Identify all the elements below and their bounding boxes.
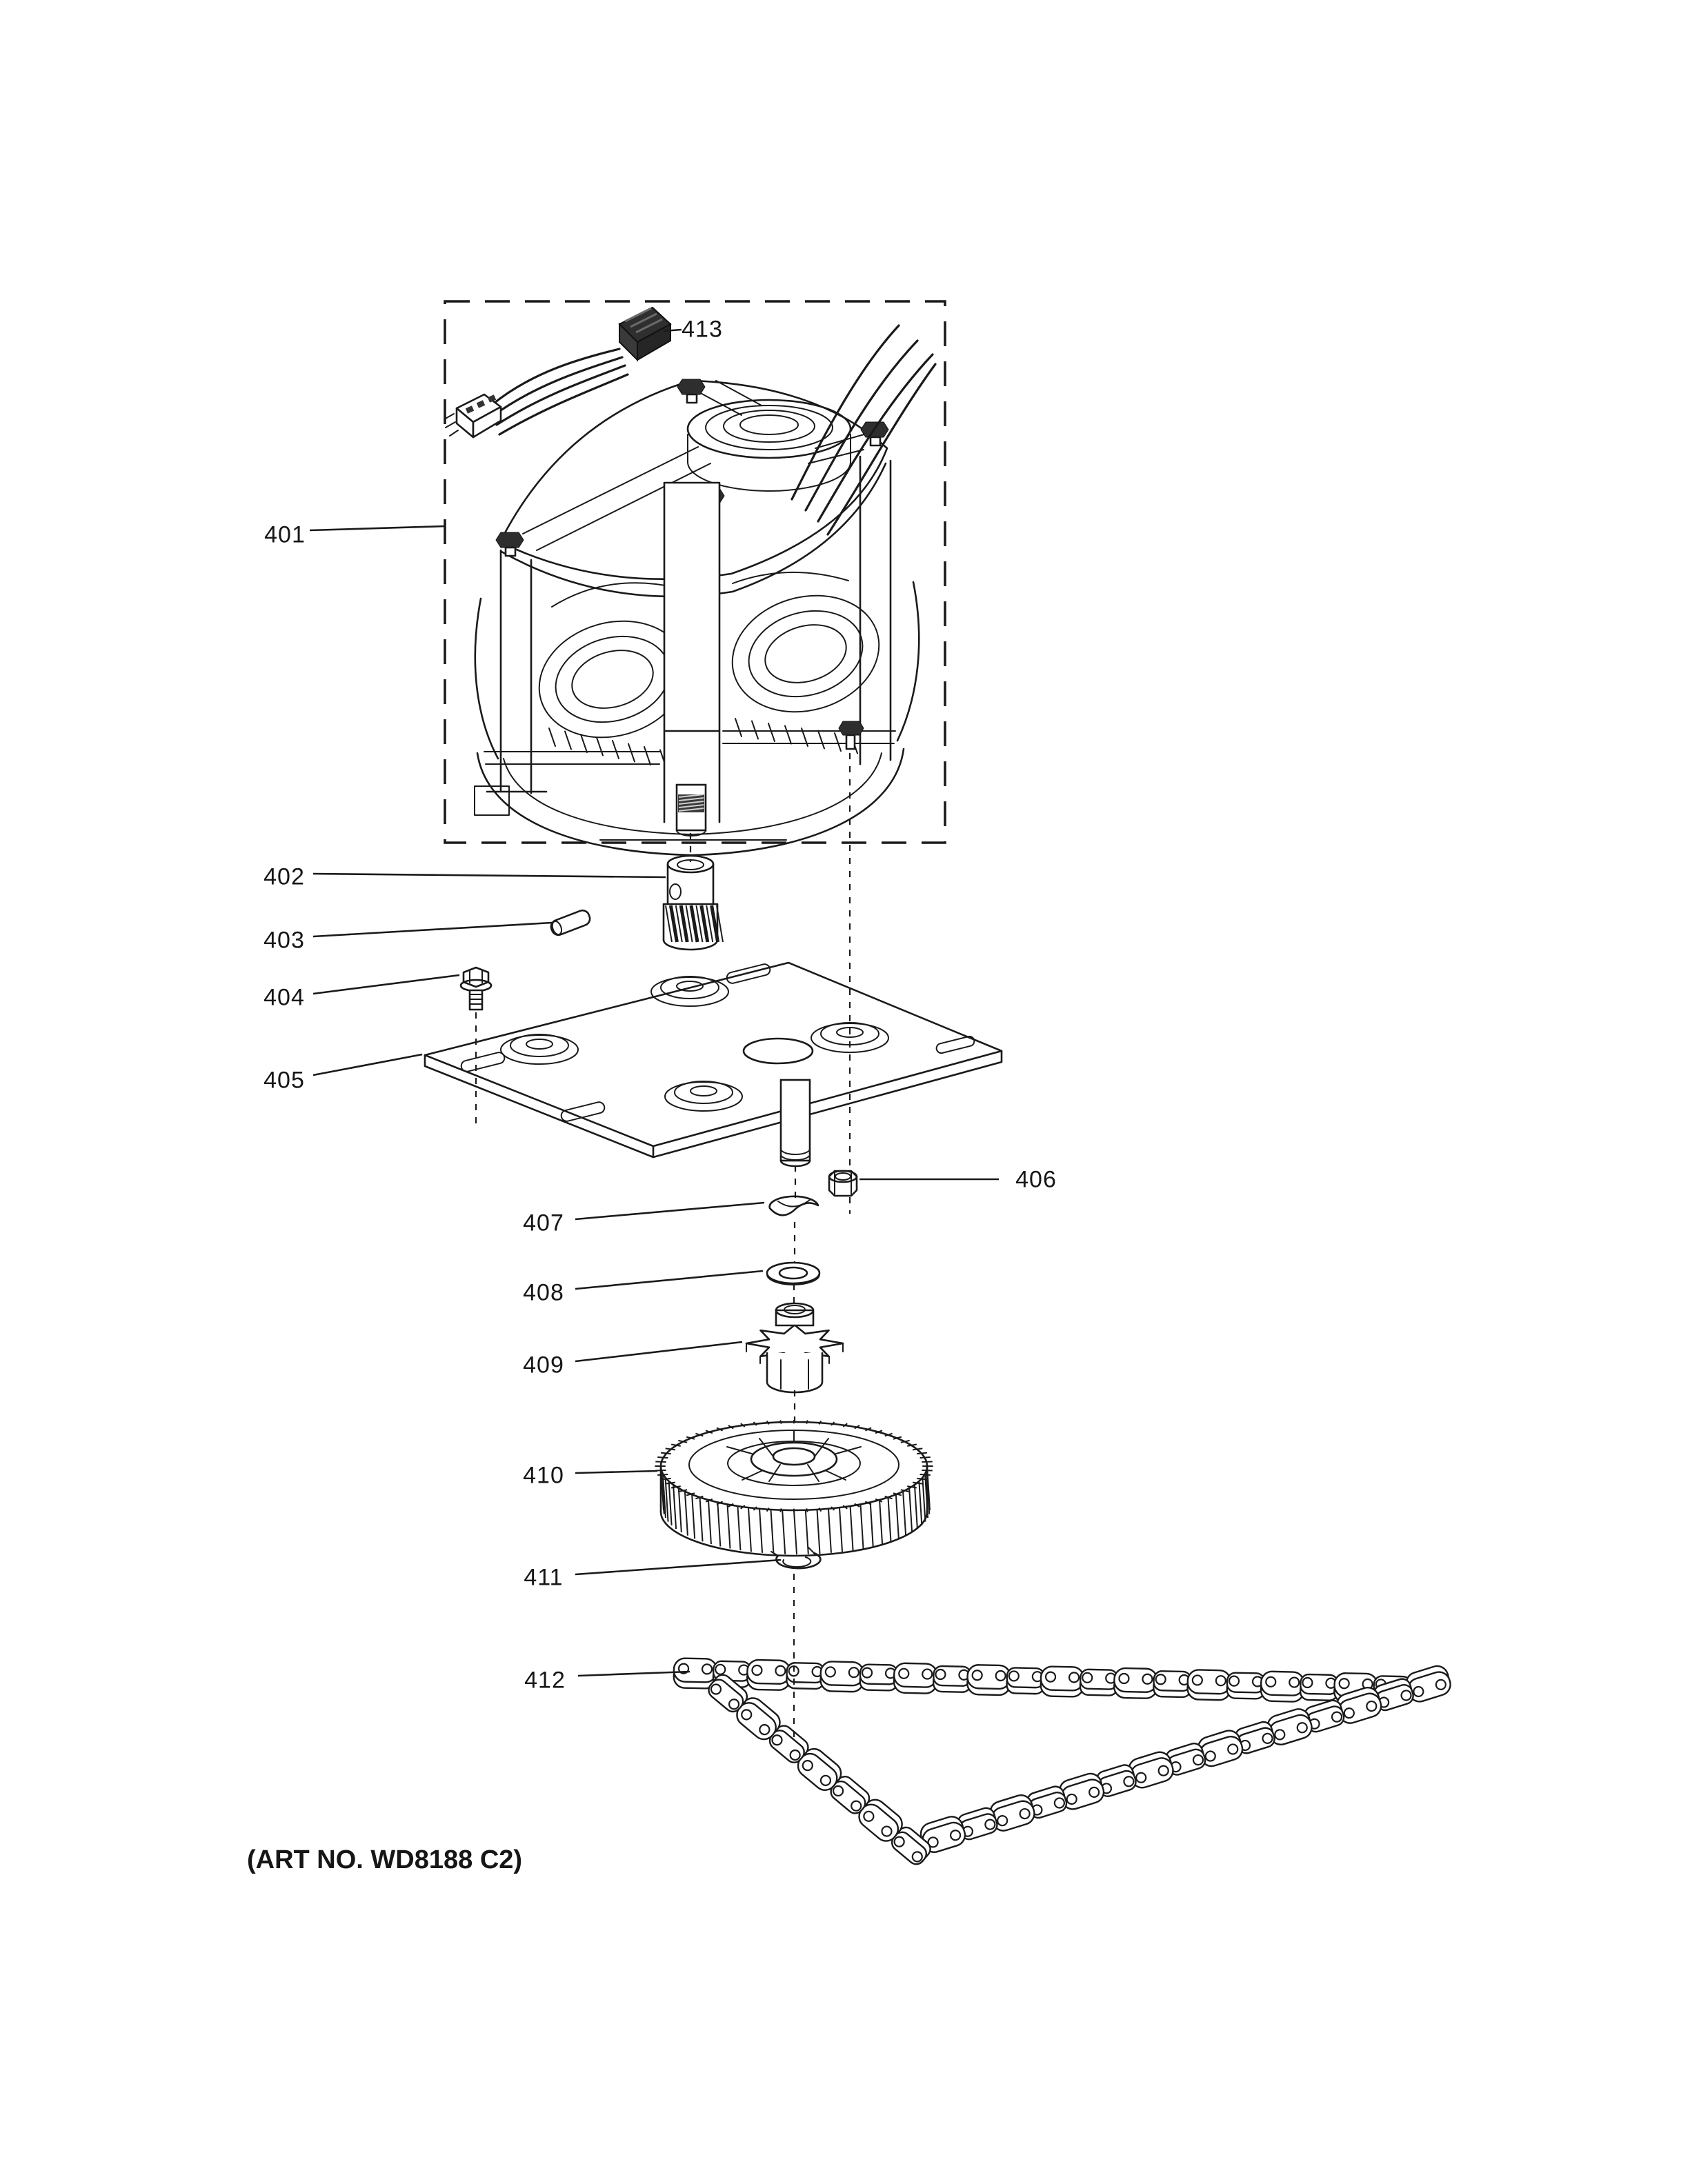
leader-line-413 (663, 328, 682, 332)
connector-413-art (618, 306, 672, 362)
callout-label-403: 403 (264, 927, 305, 954)
key-407-art (768, 1195, 819, 1216)
gear-410-art (655, 1420, 933, 1557)
callout-label-410: 410 (523, 1462, 564, 1489)
motor-401-art (474, 379, 920, 856)
callout-label-413: 413 (682, 316, 723, 343)
leader-line-410 (575, 1470, 658, 1474)
clip-411-art (771, 1547, 822, 1570)
pinion-402-art (662, 854, 724, 951)
sprocket-409-art (745, 1302, 844, 1394)
plate-mount-cups (500, 976, 889, 1112)
chain-412-art (673, 1657, 1451, 1865)
callout-label-404: 404 (264, 984, 305, 1011)
callout-label-401: 401 (264, 521, 306, 548)
screw-404-art (459, 966, 493, 1011)
nut-406-art (828, 1170, 858, 1197)
callout-label-408: 408 (523, 1279, 564, 1306)
leader-line-407 (575, 1201, 765, 1221)
shaft-thread-hatch (678, 794, 704, 812)
harness-plug-icon (444, 393, 502, 439)
leader-line-408 (575, 1270, 764, 1290)
dashed-boundary-box (444, 300, 946, 844)
callout-label-409: 409 (523, 1352, 564, 1379)
leader-line-412 (577, 1670, 690, 1677)
callout-label-402: 402 (264, 863, 305, 890)
leader-line-405 (312, 1053, 423, 1076)
wire-harness-art (490, 324, 937, 536)
callout-label-411: 411 (524, 1564, 564, 1591)
gear-teeth (655, 1420, 933, 1555)
washer-408-art (766, 1261, 821, 1285)
leader-line-402 (312, 872, 666, 879)
bolt-icon (495, 379, 889, 557)
callout-label-407: 407 (523, 1210, 564, 1236)
callout-label-406: 406 (1015, 1166, 1057, 1193)
leader-line-404 (312, 974, 460, 995)
centerlines (475, 753, 851, 1738)
pin-403-art (550, 909, 591, 936)
plate-405-art (424, 961, 1003, 1168)
leader-line-409 (575, 1341, 743, 1363)
pinion-helical-teeth (665, 905, 724, 943)
leader-line-411 (575, 1559, 782, 1576)
callout-leader-lines (309, 328, 999, 1677)
callout-label-412: 412 (524, 1667, 566, 1694)
leader-line-403 (312, 921, 553, 938)
leader-line-401 (309, 525, 446, 532)
callout-label-405: 405 (264, 1067, 305, 1094)
art-number: (ART NO. WD8188 C2) (247, 1845, 523, 1874)
